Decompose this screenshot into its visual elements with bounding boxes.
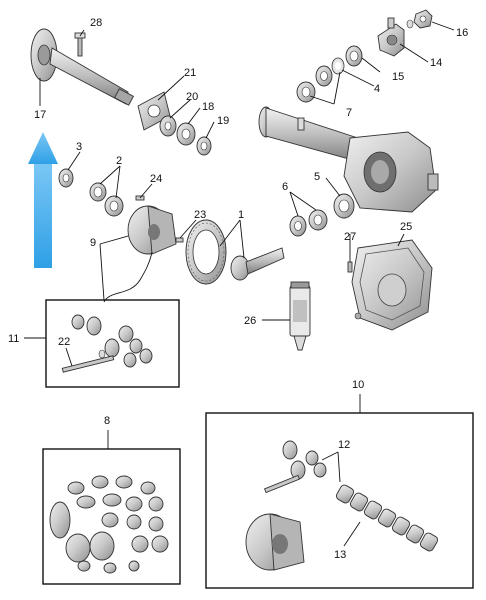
overhaul-kit-box xyxy=(42,448,181,585)
small-washer xyxy=(406,19,414,29)
locker-kit-parts xyxy=(245,440,327,571)
wheel-stud xyxy=(74,32,86,57)
callout-10: 10 xyxy=(352,379,364,391)
callout-labels: 28 17 21 20 18 19 3 2 24 23 1 9 6 5 27 2… xyxy=(8,17,468,561)
bearing-cone-2b xyxy=(104,195,124,217)
seal-19 xyxy=(196,136,212,156)
callout-24: 24 xyxy=(150,173,162,185)
callout-1: 1 xyxy=(238,209,244,221)
differential-case xyxy=(127,205,177,255)
callout-9: 9 xyxy=(90,237,96,249)
leader-lines xyxy=(24,21,455,547)
clutch-plate-stack xyxy=(335,484,439,552)
pinion-seal xyxy=(345,45,363,67)
callout-11: 11 xyxy=(8,333,19,345)
differential-cover xyxy=(351,239,433,331)
callout-13: 13 xyxy=(334,549,346,561)
callout-27: 27 xyxy=(344,231,356,243)
locker-kit-box xyxy=(205,412,474,589)
oil-slinger xyxy=(331,57,345,75)
overhaul-kit-parts xyxy=(49,475,169,574)
pinion-bearing-6a xyxy=(289,215,307,237)
callout-5: 5 xyxy=(314,171,320,183)
bearing-cup-2a xyxy=(89,182,107,202)
callout-18: 18 xyxy=(202,101,214,113)
axle-shaft xyxy=(30,28,135,106)
case-link-curve xyxy=(103,251,153,303)
pinion-yoke xyxy=(377,17,405,57)
up-arrow-icon xyxy=(28,132,58,268)
callout-28: 28 xyxy=(90,17,102,29)
pinion-bearing-cup xyxy=(296,81,316,103)
callout-15: 15 xyxy=(392,71,404,83)
axle-housing xyxy=(258,106,439,213)
callout-16: 16 xyxy=(456,27,468,39)
callout-22: 22 xyxy=(58,336,70,348)
bearing-18 xyxy=(176,122,196,146)
callout-4: 4 xyxy=(374,83,380,95)
cover-bolt xyxy=(347,261,353,273)
callout-20: 20 xyxy=(186,91,198,103)
crush-sleeve xyxy=(333,193,355,219)
callout-25: 25 xyxy=(400,221,412,233)
callout-7: 7 xyxy=(346,107,352,119)
callout-21: 21 xyxy=(184,67,196,79)
callout-17: 17 xyxy=(34,109,46,121)
callout-19: 19 xyxy=(217,115,229,127)
callout-2: 2 xyxy=(116,155,122,167)
callout-14: 14 xyxy=(430,57,442,69)
bearing-3 xyxy=(58,168,74,188)
inset-spider-gears xyxy=(61,314,153,373)
callout-8: 8 xyxy=(104,415,110,427)
ring-gear xyxy=(185,219,227,285)
pinion-bearing-outer xyxy=(315,65,333,87)
spider-gear-inset xyxy=(45,299,180,388)
pinion-nut xyxy=(413,9,433,29)
callout-23: 23 xyxy=(194,209,206,221)
callout-26: 26 xyxy=(244,315,256,327)
pinion-bearing-6b xyxy=(308,209,328,231)
callout-6: 6 xyxy=(282,181,288,193)
sealant-tube xyxy=(289,281,311,351)
callout-3: 3 xyxy=(76,141,82,153)
ring-gear-bolt xyxy=(175,237,184,243)
pinion-gear xyxy=(230,247,285,281)
bearing-20 xyxy=(159,115,177,137)
callout-12: 12 xyxy=(338,439,350,451)
